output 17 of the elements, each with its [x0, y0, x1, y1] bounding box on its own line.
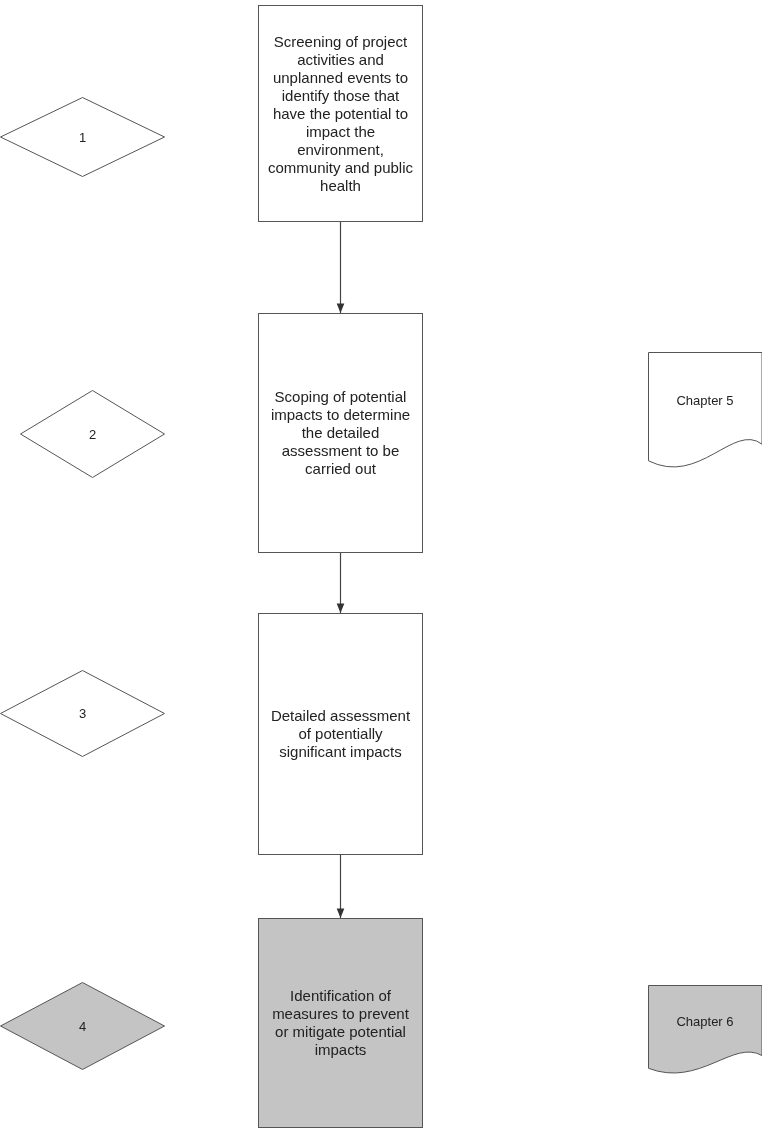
step-number: 1: [78, 129, 87, 145]
process-box: [258, 5, 423, 222]
step-number: 4: [78, 1018, 87, 1034]
process-box: [258, 313, 423, 553]
box-text: Screening of project activities and unplanned events to identify those that have the potential to impact the environment, community and public health: [267, 32, 414, 195]
step-number: 2: [88, 426, 97, 442]
process-box: [258, 918, 423, 1128]
document-label: Chapter 6: [676, 1014, 734, 1030]
step-number: 3: [78, 706, 87, 721]
process-box: [258, 613, 423, 855]
document-label: Chapter 5: [676, 392, 734, 408]
box-text: Detailed assessment of potentially significant impacts: [269, 707, 412, 761]
arrow: [336, 221, 345, 314]
arrow: [336, 552, 345, 614]
arrow: [336, 854, 345, 919]
box-text: Scoping of potential impacts to determine the detailed assessment to be carried out: [269, 388, 412, 478]
box-text: Identification of measures to prevent or mitigate potential impacts: [271, 987, 410, 1059]
